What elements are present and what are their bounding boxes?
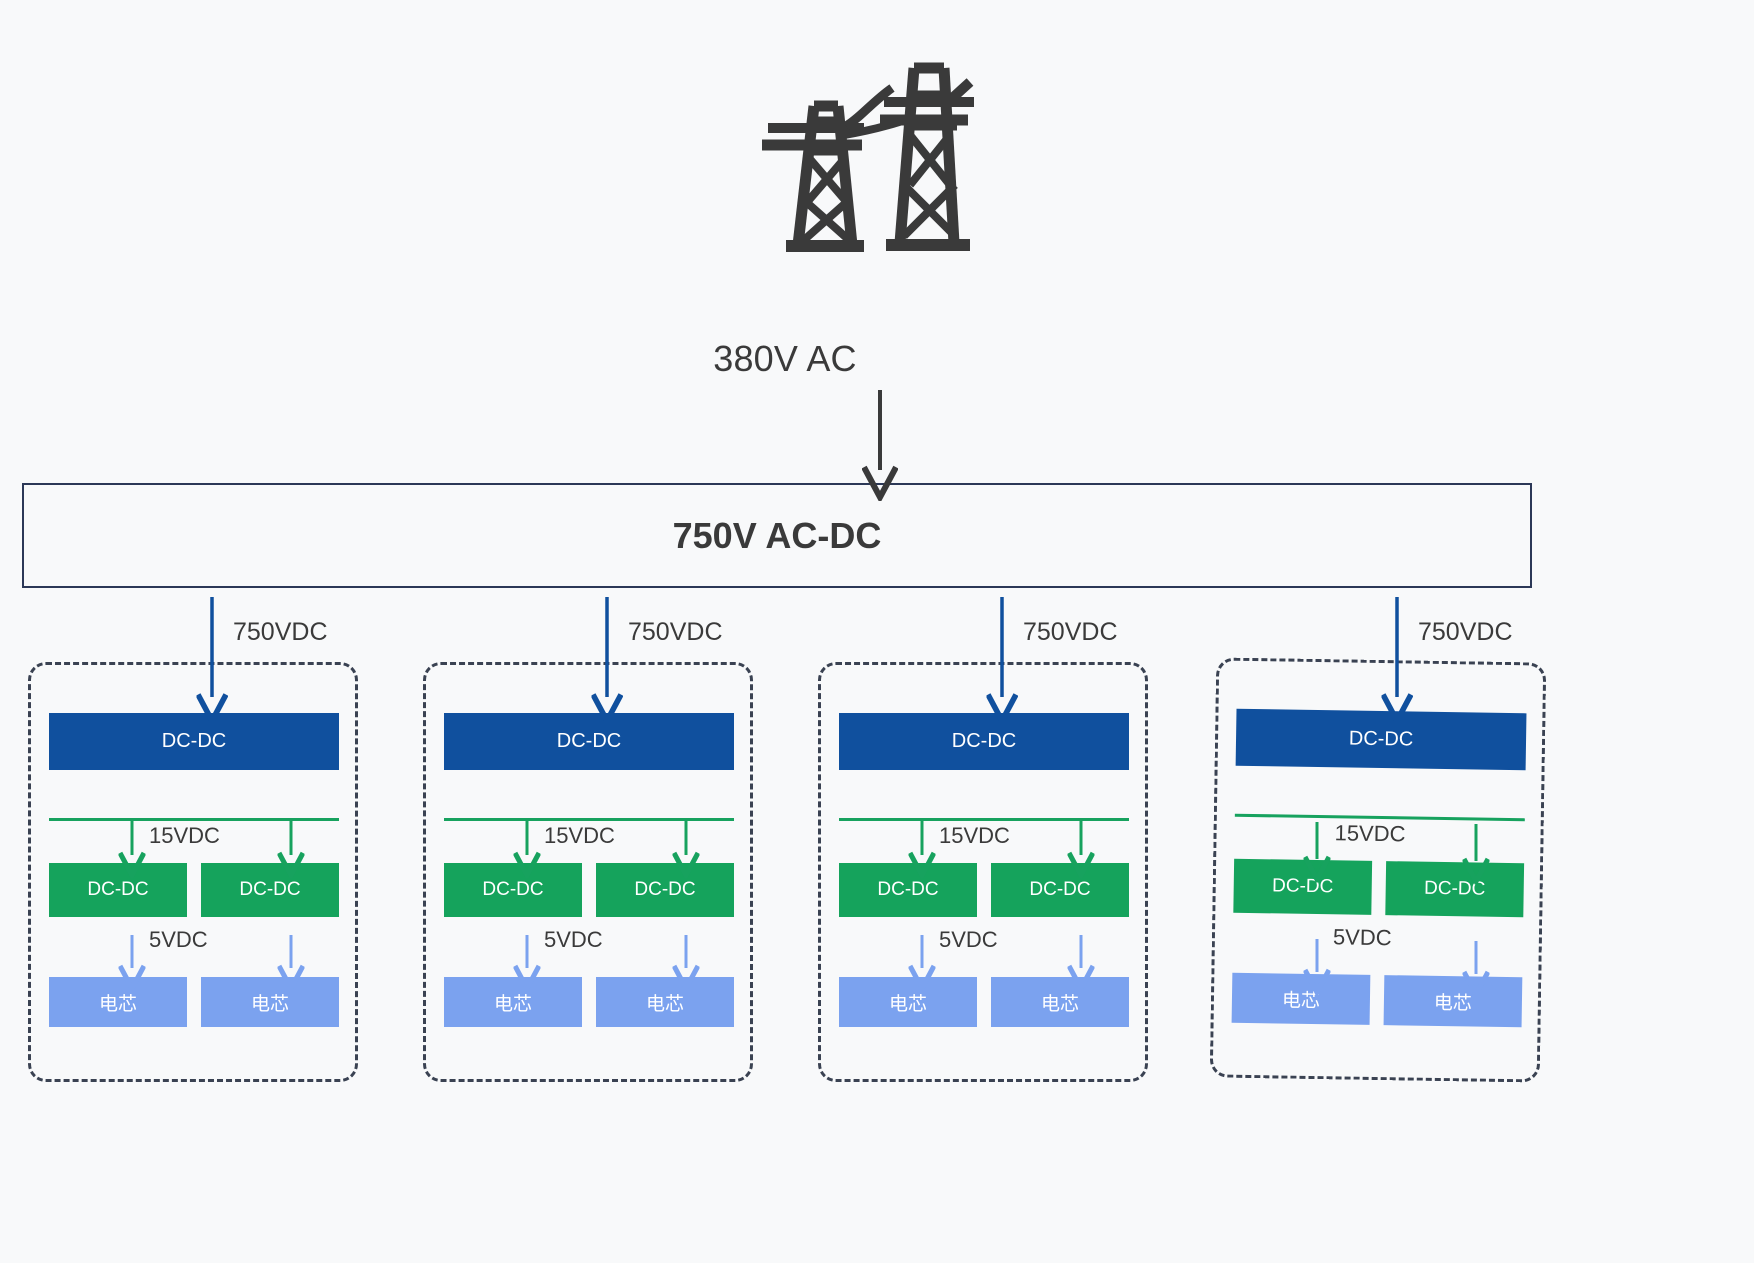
bus-line-1 — [49, 818, 339, 821]
feed-label-group-3: 750VDC — [1023, 618, 1118, 646]
power-transmission-tower-icon — [752, 40, 1002, 290]
battery-cell-2-2: 电芯 — [596, 977, 734, 1027]
feed-label-group-1: 750VDC — [233, 618, 328, 646]
dcdc-primary-4: DC-DC — [1235, 708, 1527, 771]
battery-cell-4-1: 电芯 — [1231, 972, 1371, 1025]
dcdc-secondary-2-2: DC-DC — [596, 863, 734, 917]
source-voltage-label: 380V AC — [713, 338, 857, 379]
dcdc-primary-1: DC-DC — [49, 713, 339, 770]
acdc-converter-label: 750V AC-DC — [672, 514, 882, 556]
cell-voltage-label-3: 5VDC — [939, 927, 998, 952]
acdc-converter-bar: 750V AC-DC — [22, 483, 1532, 588]
rack-group-1: DC-DC 15VDC DC-DC DC-DC 5VDC 电芯 电芯 — [28, 662, 358, 1082]
dcdc-secondary-3-1: DC-DC — [839, 863, 977, 917]
battery-cell-4-2: 电芯 — [1383, 975, 1523, 1028]
dcdc-secondary-4-1: DC-DC — [1233, 858, 1373, 915]
cell-voltage-label-1: 5VDC — [149, 927, 208, 952]
rack-group-3: DC-DC 15VDC DC-DC DC-DC 5VDC 电芯 电芯 — [818, 662, 1148, 1082]
battery-cell-1-1: 电芯 — [49, 977, 187, 1027]
cell-voltage-label-4: 5VDC — [1332, 924, 1392, 951]
bus-line-2 — [444, 818, 734, 821]
dcdc-secondary-1-2: DC-DC — [201, 863, 339, 917]
rack-group-2: DC-DC 15VDC DC-DC DC-DC 5VDC 电芯 电芯 — [423, 662, 753, 1082]
rack-group-4: DC-DC 15VDC DC-DC DC-DC 5VDC 电芯 电芯 — [1209, 657, 1547, 1083]
battery-cell-1-2: 电芯 — [201, 977, 339, 1027]
feed-label-group-4: 750VDC — [1418, 618, 1513, 646]
battery-cell-2-1: 电芯 — [444, 977, 582, 1027]
battery-cell-3-2: 电芯 — [991, 977, 1129, 1027]
bus-line-3 — [839, 818, 1129, 821]
dcdc-secondary-3-2: DC-DC — [991, 863, 1129, 917]
bus-voltage-label-1: 15VDC — [149, 823, 220, 848]
dcdc-secondary-1-1: DC-DC — [49, 863, 187, 917]
dcdc-secondary-2-1: DC-DC — [444, 863, 582, 917]
dcdc-primary-3: DC-DC — [839, 713, 1129, 770]
bus-voltage-label-3: 15VDC — [939, 823, 1010, 848]
bus-voltage-label-2: 15VDC — [544, 823, 615, 848]
dcdc-secondary-4-2: DC-DC — [1385, 861, 1525, 918]
bus-voltage-label-4: 15VDC — [1334, 820, 1406, 847]
feed-label-group-2: 750VDC — [628, 618, 723, 646]
battery-cell-3-1: 电芯 — [839, 977, 977, 1027]
dcdc-primary-2: DC-DC — [444, 713, 734, 770]
cell-voltage-label-2: 5VDC — [544, 927, 603, 952]
